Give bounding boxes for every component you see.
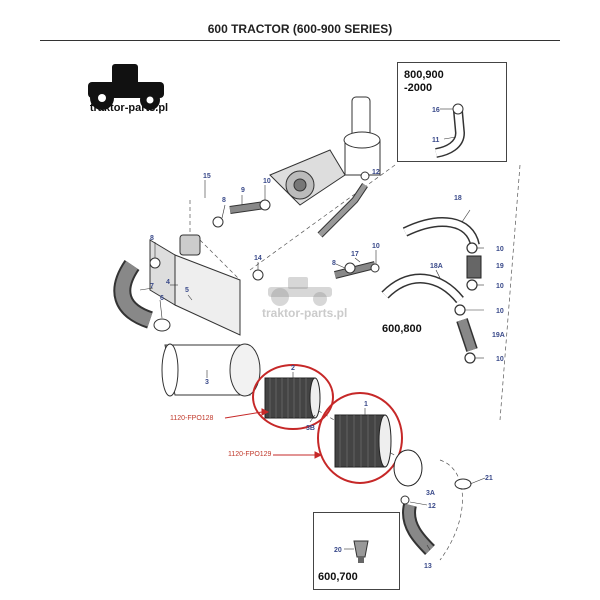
part-number-10: 10 bbox=[496, 283, 504, 290]
part-number-16: 16 bbox=[432, 107, 440, 114]
inset-box-600-700: 600,700 20 bbox=[313, 512, 400, 590]
part-number-5: 5 bbox=[185, 287, 189, 294]
callout-arrows bbox=[224, 408, 323, 459]
inset-label-600-800: 600,800 bbox=[382, 323, 422, 335]
part-number-8: 8 bbox=[332, 260, 336, 267]
lower-hose bbox=[402, 478, 472, 555]
inlet-hose-left bbox=[113, 259, 171, 332]
inner-filter bbox=[317, 392, 423, 487]
part-number-8: 8 bbox=[222, 197, 226, 204]
part-number-6: 6 bbox=[160, 295, 164, 302]
part-number-12: 12 bbox=[428, 503, 436, 510]
inset-label-800-900: 800,900 -2000 bbox=[404, 69, 444, 94]
part-number-20: 20 bbox=[334, 547, 342, 554]
part-number-21: 21 bbox=[485, 475, 493, 482]
leader-lines bbox=[139, 180, 486, 551]
part-number-10: 10 bbox=[263, 178, 271, 185]
bent-pipe-icon: 16 11 bbox=[432, 103, 466, 158]
part-number-12: 12 bbox=[372, 169, 380, 176]
watermark-text: traktor-parts.pl bbox=[262, 306, 348, 320]
part-number-19: 19 bbox=[496, 263, 504, 270]
part-number-8: 8 bbox=[150, 235, 154, 242]
air-cleaner-housing bbox=[149, 234, 261, 397]
inset-label-600-700: 600,700 bbox=[318, 571, 358, 583]
part-number-17: 17 bbox=[351, 251, 359, 258]
part-number-10: 10 bbox=[372, 243, 380, 250]
part-number-10: 10 bbox=[496, 246, 504, 253]
tractor-logo-icon bbox=[88, 64, 164, 110]
part-number-14: 14 bbox=[254, 255, 262, 262]
part-number-10: 10 bbox=[496, 356, 504, 363]
watermark-tractor-icon bbox=[268, 277, 332, 306]
part-number-1: 1 bbox=[364, 401, 368, 408]
part-number-19A: 19A bbox=[492, 332, 505, 339]
part-number-4: 4 bbox=[166, 279, 170, 286]
pre-cleaner-assembly bbox=[269, 96, 381, 206]
part-number-18A: 18A bbox=[430, 263, 443, 270]
part-number-7: 7 bbox=[150, 283, 154, 290]
callout-outer-filter: 1120-FPO128 bbox=[170, 415, 214, 422]
part-number-10: 10 bbox=[496, 308, 504, 315]
outer-filter bbox=[252, 364, 334, 430]
part-number-15: 15 bbox=[203, 173, 211, 180]
part-number-18: 18 bbox=[454, 195, 462, 202]
part-number-2: 2 bbox=[291, 365, 295, 372]
part-number-3B: 3B bbox=[306, 425, 315, 432]
part-number-3A: 3A bbox=[426, 490, 435, 497]
part-number-13: 13 bbox=[424, 563, 432, 570]
right-hoses bbox=[381, 217, 482, 364]
callout-inner-filter: 1120-FPO129 bbox=[228, 451, 272, 458]
title-divider bbox=[40, 40, 560, 41]
logo-text: traktor-parts.pl bbox=[89, 102, 169, 114]
page-title: 600 TRACTOR (600-900 SERIES) bbox=[207, 22, 393, 36]
part-number-3: 3 bbox=[205, 379, 209, 386]
part-number-labels: 15 9 8 10 12 8 7 4 5 6 14 8 17 10 18 18A… bbox=[150, 169, 505, 570]
valve-icon: 20 bbox=[334, 540, 369, 563]
part-number-9: 9 bbox=[241, 187, 245, 194]
inset-box-800-900: 800,900 -2000 16 11 bbox=[397, 62, 507, 162]
part-number-11: 11 bbox=[432, 137, 440, 144]
